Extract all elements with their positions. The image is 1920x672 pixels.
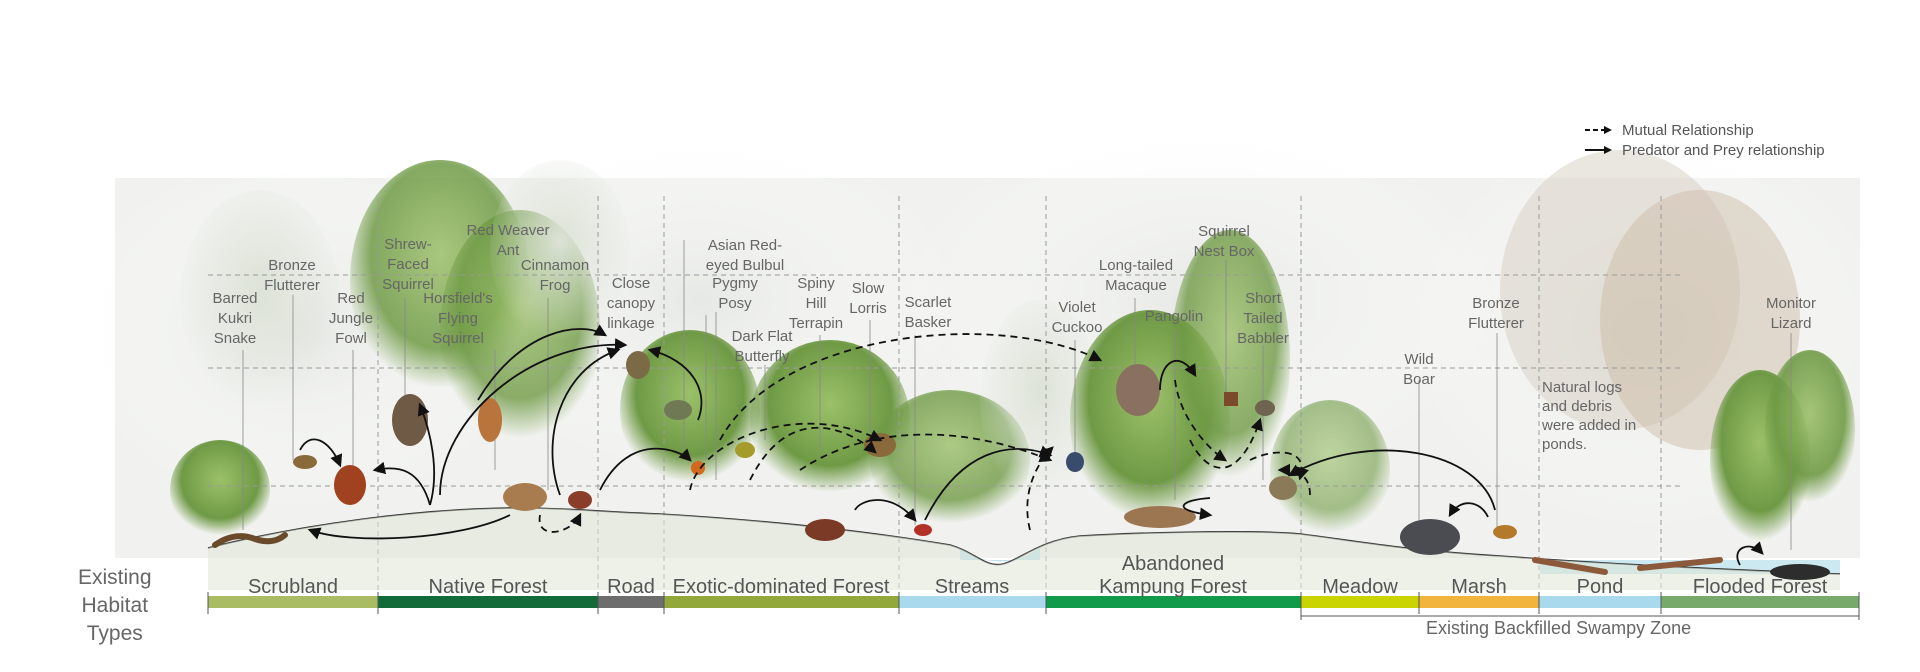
label-violet-cuckoo: Violet Cuckoo: [1051, 299, 1103, 336]
label-scarlet-basker: Scarlet Basker: [904, 294, 952, 331]
segment-pond: Pond: [1576, 576, 1624, 598]
lizard-figure: [1770, 564, 1830, 580]
label-horsfields-flying-squirrel: Horsfield's Flying Squirrel: [423, 290, 493, 347]
mutual-arrows: [538, 333, 1311, 533]
segment-exotic-forest: Exotic-dominated Forest: [672, 576, 890, 598]
segment-native-forest: Native Forest: [428, 576, 548, 598]
label-bronze-flutterer-2: Bronze Flutterer: [1468, 295, 1524, 332]
legend-predator-row: Predator and Prey relationship: [1584, 140, 1825, 160]
legend: Mutual Relationship Predator and Prey re…: [1584, 120, 1825, 160]
segment-streams-bar: [899, 596, 1046, 608]
habitat-types-title: Existing Habitat Types: [78, 566, 152, 645]
label-slow-lorris: Slow Lorris: [849, 280, 887, 317]
flutterer-figure: [293, 455, 317, 469]
macaque-figure: [1116, 364, 1160, 416]
logs-figure: [1532, 557, 1723, 575]
terrain-fill: [208, 508, 1840, 590]
segment-streams: Streams: [934, 576, 1010, 598]
segment-exotic-forest-bar: [664, 596, 899, 608]
label-natural-logs: Natural logs and debris were added in po…: [1542, 379, 1637, 453]
basker-figure: [914, 524, 932, 536]
legend-mutual-label: Mutual Relationship: [1622, 121, 1754, 139]
bulbul-figure: [664, 400, 692, 420]
boar-figure: [1400, 519, 1460, 555]
label-shrew-faced-squirrel: Shrew- Faced Squirrel: [382, 236, 434, 293]
label-long-tailed-macaque: Long-tailed Macaque: [1098, 257, 1174, 294]
cuckoo-figure: [1066, 452, 1084, 472]
label-cinnamon-frog: Cinnamon Frog: [520, 257, 590, 294]
species-leader-lines: [242, 240, 1792, 550]
label-dark-flat-butterfly: Dark Flat Butterfly: [731, 328, 793, 365]
heron-figure: [1269, 476, 1297, 500]
frog-figure: [568, 491, 592, 509]
label-barred-kukri-snake: Barred Kukri Snake: [212, 290, 258, 347]
segment-native-forest-bar: [378, 596, 598, 608]
label-close-canopy-linkage: Close canopy linkage: [606, 275, 656, 332]
predator-prey-arrows: [299, 324, 1764, 566]
nest-box-figure: [1224, 392, 1238, 406]
flying-squirrel-figure: [478, 398, 502, 442]
terrapin-figure: [805, 519, 845, 541]
label-spiny-hill-terrapin: Spiny Hill Terrapin: [788, 275, 844, 332]
linkage-bird-figure: [626, 351, 650, 379]
segment-pond-bar: [1539, 596, 1661, 608]
label-short-tailed-babbler: Short Tailed Babbler: [1237, 290, 1289, 347]
habitat-bar: [207, 592, 1860, 620]
fowl-figure: [334, 465, 366, 505]
ant-nest-figure: [503, 483, 547, 511]
label-squirrel-nest-box: Squirrel Nest Box: [1193, 223, 1255, 260]
label-bronze-flutterer: Bronze Flutterer: [264, 257, 320, 294]
solid-arrow-icon: [1585, 146, 1612, 154]
legend-predator-label: Predator and Prey relationship: [1622, 141, 1825, 159]
segment-marsh-bar: [1419, 596, 1539, 608]
legend-mutual-row: Mutual Relationship: [1584, 120, 1825, 140]
segment-marsh: Marsh: [1451, 576, 1507, 598]
segment-scrubland-bar: [208, 596, 378, 608]
label-red-weaver-ant: Red Weaver Ant: [466, 222, 550, 259]
shrew-squirrel-figure: [392, 394, 428, 446]
posy-figure: [691, 461, 705, 475]
label-red-jungle-fowl: Red Jungle Fowl: [328, 290, 374, 347]
babbler-figure: [1255, 400, 1275, 416]
label-monitor-lizard: Monitor Lizard: [1765, 295, 1817, 332]
segment-kampung-forest: Abandoned Kampung Forest: [1099, 553, 1247, 598]
label-asian-red-eyed-bulbul: Asian Red- eyed Bulbul: [705, 237, 785, 274]
dashed-arrow-icon: [1585, 126, 1612, 134]
segment-road: Road: [607, 576, 655, 598]
animal-figures: [212, 351, 1830, 580]
segment-kampung-forest-bar: [1046, 596, 1301, 608]
snake-figure: [212, 532, 288, 548]
label-wild-boar: Wild Boar: [1403, 351, 1435, 388]
swampy-zone-label: Existing Backfilled Swampy Zone: [1426, 618, 1692, 638]
butterfly-figure: [735, 442, 755, 458]
pangolin-figure: [1124, 506, 1196, 528]
label-pangolin: Pangolin: [1144, 308, 1204, 325]
segment-road-bar: [598, 596, 664, 608]
flutterer-figure-2: [1493, 525, 1517, 539]
segment-flooded-forest-bar: [1661, 596, 1859, 608]
segment-flooded-forest: Flooded Forest: [1692, 576, 1828, 598]
segment-scrubland: Scrubland: [247, 576, 339, 598]
segment-meadow: Meadow: [1322, 576, 1398, 598]
label-pygmy-posy: Pygmy Posy: [712, 275, 758, 312]
segment-meadow-bar: [1301, 596, 1419, 608]
